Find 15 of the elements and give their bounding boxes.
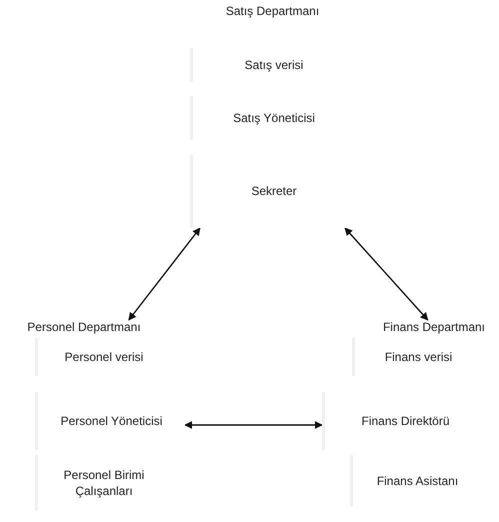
- role-label: Personel Yöneticisi: [60, 412, 162, 430]
- role-label: Personel Birimi Çalışanları: [62, 466, 146, 500]
- role-label: Finans Asistanı: [376, 472, 458, 490]
- department-label: Finans Departmanı: [382, 320, 486, 334]
- role-label: Finans Direktörü: [361, 412, 450, 430]
- role-label: Finans verisi: [384, 348, 452, 366]
- role-label: Satış Yöneticisi: [233, 110, 315, 126]
- arrow: [184, 421, 323, 429]
- department-label: Satış Departmanı: [224, 4, 320, 18]
- arrow: [344, 227, 428, 321]
- role-label: Satış verisi: [244, 56, 304, 74]
- role-label: Sekreter: [251, 183, 297, 200]
- department-label: Personel Departmanı: [26, 320, 142, 334]
- role-label: Personel verisi: [64, 348, 144, 366]
- arrow: [128, 227, 201, 321]
